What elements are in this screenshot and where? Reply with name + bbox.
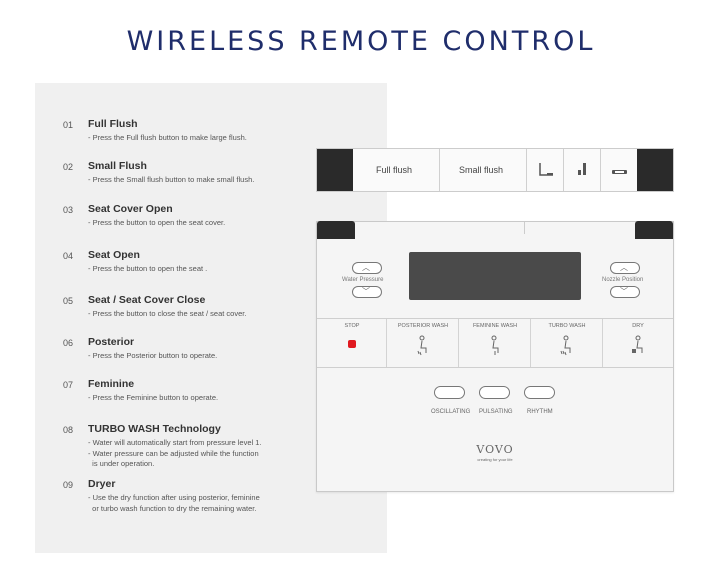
instruction-description-line: - Water pressure can be adjusted while t… bbox=[88, 448, 259, 458]
bar-end-cap-left bbox=[317, 149, 353, 191]
function-divider bbox=[602, 319, 603, 367]
instruction-description: - Press the button to open the seat . bbox=[88, 264, 207, 275]
turbo-wash-icon bbox=[531, 335, 603, 362]
stop-button[interactable]: STOP bbox=[317, 319, 387, 367]
function-divider bbox=[386, 319, 387, 367]
remote-control-body: ︿ Water Pressure ﹀ ︿ Nozzle Position ﹀ S… bbox=[316, 221, 674, 492]
bar-divider bbox=[526, 149, 527, 191]
function-divider bbox=[530, 319, 531, 367]
dry-button[interactable]: DRY bbox=[603, 319, 673, 367]
nozzle-position-label: Nozzle Position bbox=[602, 277, 644, 283]
bar-end-cap-right bbox=[637, 149, 673, 191]
feminine-wash-label: FEMININE WASH bbox=[472, 323, 518, 329]
water-pressure-up-button[interactable]: ︿ bbox=[352, 262, 382, 274]
water-pressure-label: Water Pressure bbox=[342, 277, 384, 283]
pulsating-label: PULSATING bbox=[479, 409, 513, 415]
posterior-wash-label: POSTERIOR WASH bbox=[397, 323, 449, 329]
instruction-description-line: - Water will automatically start from pr… bbox=[88, 438, 262, 447]
instruction-title: Small Flush bbox=[88, 160, 147, 172]
remote-top-cap-right bbox=[635, 221, 673, 239]
brand-tagline: creating for your life bbox=[477, 457, 513, 462]
instruction-description: - Press the Small flush button to make s… bbox=[88, 175, 254, 186]
instruction-number: 08 bbox=[63, 425, 74, 435]
chevron-up-icon: ︿ bbox=[362, 263, 370, 272]
stop-icon bbox=[348, 340, 356, 348]
oscillating-button[interactable] bbox=[434, 386, 465, 399]
stop-label: STOP bbox=[344, 323, 360, 329]
function-divider bbox=[458, 319, 459, 367]
instruction-description-line: - Press the button to close the seat / s… bbox=[88, 309, 247, 318]
instruction-description-line: - Press the Feminine button to operate. bbox=[88, 393, 219, 402]
water-pressure-down-button[interactable]: ﹀ bbox=[352, 286, 382, 298]
instruction-title: Seat Open bbox=[88, 249, 140, 261]
small-flush-button[interactable]: Small flush bbox=[459, 165, 504, 175]
instruction-description: - Press the Posterior button to operate. bbox=[88, 351, 217, 362]
pulsating-button[interactable] bbox=[479, 386, 510, 399]
rhythm-button[interactable] bbox=[524, 386, 555, 399]
instruction-description-line: - Press the button to open the seat . bbox=[88, 264, 208, 273]
brand-logo: VOVO bbox=[476, 443, 514, 456]
seat-cover-open-icon[interactable] bbox=[535, 161, 557, 179]
instruction-description: - Press the Full flush button to make la… bbox=[88, 133, 247, 144]
instruction-title: Full Flush bbox=[88, 118, 138, 130]
page-title: WIRELESS REMOTE CONTROL bbox=[126, 26, 596, 57]
instruction-title: Seat / Seat Cover Close bbox=[88, 294, 206, 306]
instruction-number: 03 bbox=[63, 205, 74, 215]
instruction-description-line: - Press the Small flush button to make s… bbox=[88, 175, 255, 184]
nozzle-position-down-button[interactable]: ﹀ bbox=[610, 286, 640, 298]
instruction-number: 06 bbox=[63, 338, 74, 348]
instruction-title: TURBO WASH Technology bbox=[88, 423, 221, 435]
rhythm-label: RHYTHM bbox=[527, 409, 553, 415]
lcd-display bbox=[409, 252, 581, 300]
chevron-down-icon: ﹀ bbox=[620, 287, 628, 296]
turbo-wash-button[interactable]: TURBO WASH bbox=[531, 319, 603, 367]
instruction-title: Seat Cover Open bbox=[88, 203, 173, 215]
instruction-title: Feminine bbox=[88, 378, 135, 390]
instruction-description-line: - Press the button to open the seat cove… bbox=[88, 218, 226, 227]
instruction-title: Posterior bbox=[88, 336, 135, 348]
instruction-number: 05 bbox=[63, 296, 74, 306]
posterior-wash-icon bbox=[387, 335, 459, 362]
instruction-number: 04 bbox=[63, 251, 74, 261]
instruction-description-line: - Press the Posterior button to operate. bbox=[88, 351, 218, 360]
instruction-description: - Press the Feminine button to operate. bbox=[88, 393, 218, 404]
instruction-number: 01 bbox=[63, 120, 74, 130]
function-button-row: STOP POSTERIOR WASH FEMININE WASH TURBO … bbox=[317, 318, 673, 368]
dry-icon bbox=[603, 335, 673, 362]
chevron-down-icon: ﹀ bbox=[362, 287, 370, 296]
instruction-number: 02 bbox=[63, 162, 74, 172]
instruction-description-line: - Press the Full flush button to make la… bbox=[88, 133, 247, 142]
chevron-up-icon: ︿ bbox=[620, 263, 628, 272]
bar-divider bbox=[439, 149, 440, 191]
instruction-description: - Water will automatically start from pr… bbox=[88, 438, 262, 470]
instruction-description-line: - Use the dry function after using poste… bbox=[88, 493, 260, 502]
instruction-number: 09 bbox=[63, 480, 74, 490]
seat-close-icon[interactable] bbox=[609, 163, 631, 177]
instruction-title: Dryer bbox=[88, 478, 116, 490]
posterior-wash-button[interactable]: POSTERIOR WASH bbox=[387, 319, 459, 367]
oscillating-label: OSCILLATING bbox=[431, 409, 471, 415]
instruction-description: - Use the dry function after using poste… bbox=[88, 493, 260, 514]
instruction-number: 07 bbox=[63, 380, 74, 390]
turbo-wash-label: TURBO WASH bbox=[548, 323, 586, 329]
seat-open-icon[interactable] bbox=[572, 161, 592, 179]
instruction-description: - Press the button to close the seat / s… bbox=[88, 309, 246, 320]
feminine-wash-icon bbox=[459, 335, 531, 362]
remote-top-cap-left bbox=[317, 221, 355, 239]
bar-divider bbox=[563, 149, 564, 191]
full-flush-button[interactable]: Full flush bbox=[376, 165, 413, 175]
dry-label: DRY bbox=[632, 323, 644, 329]
instruction-description: - Press the button to open the seat cove… bbox=[88, 218, 225, 229]
instruction-description-line: or turbo wash function to dry the remain… bbox=[88, 503, 257, 513]
remote-seam bbox=[524, 222, 525, 234]
nozzle-position-up-button[interactable]: ︿ bbox=[610, 262, 640, 274]
feminine-wash-button[interactable]: FEMININE WASH bbox=[459, 319, 531, 367]
instruction-description-line: is under operation. bbox=[88, 459, 155, 468]
flush-button-bar: Full flush Small flush bbox=[316, 148, 674, 192]
bar-divider bbox=[600, 149, 601, 191]
